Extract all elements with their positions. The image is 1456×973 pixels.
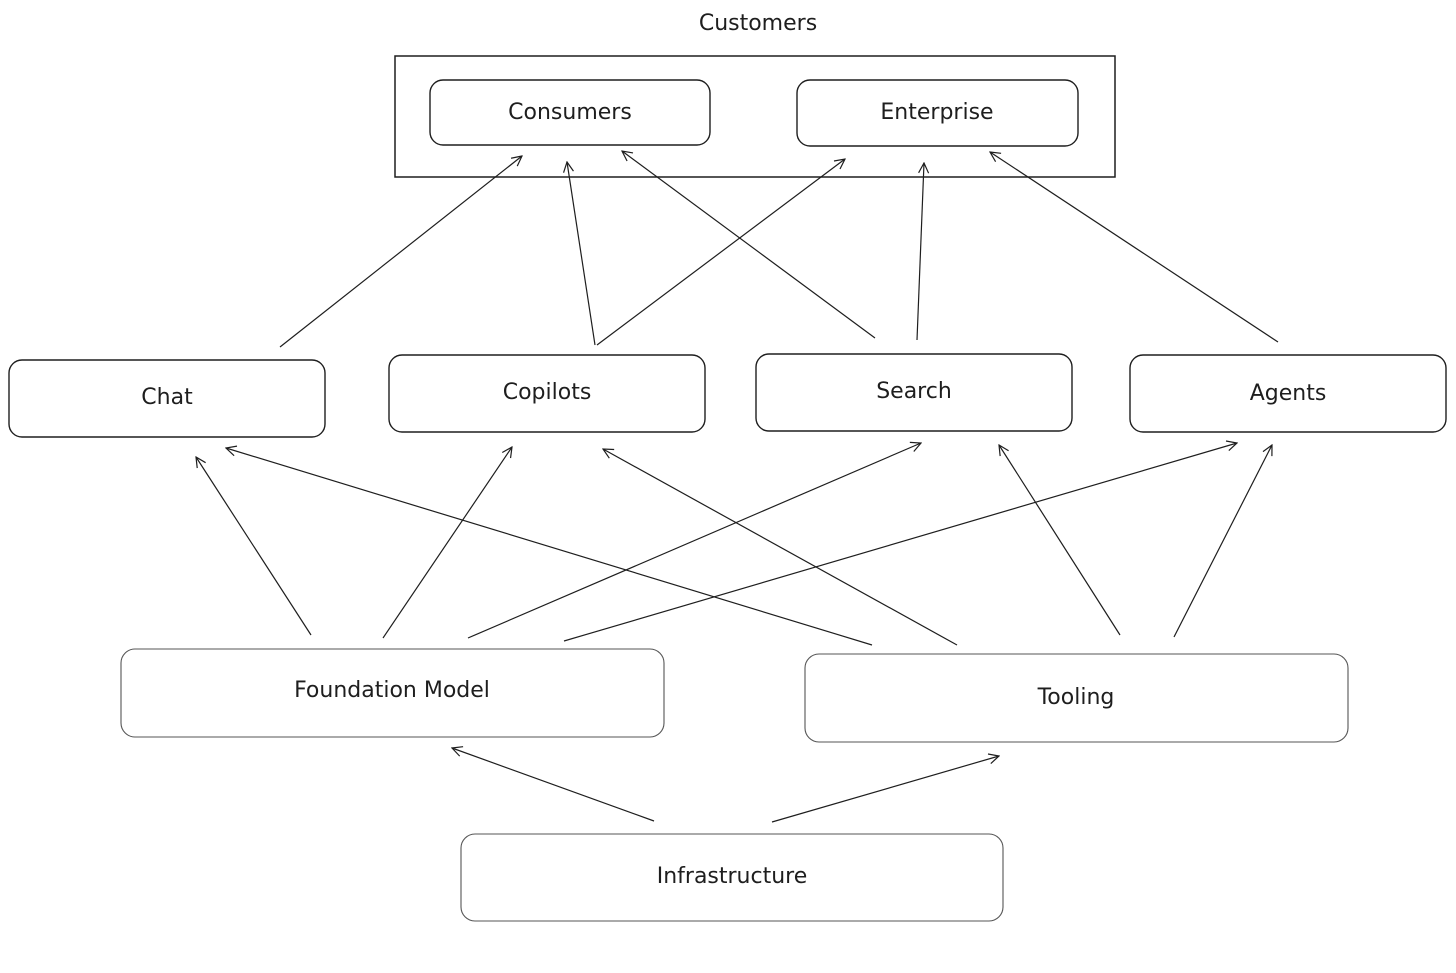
node-foundation-model: Foundation Model [120,648,665,738]
node-copilots: Copilots [388,354,706,433]
node-tooling-label: Tooling [1037,685,1115,710]
node-consumers: Consumers [429,79,711,146]
edge-infrastructure-to-foundation [452,748,655,822]
node-infrastructure-label: Infrastructure [657,864,808,889]
node-consumers-label: Consumers [508,100,632,125]
node-enterprise-label: Enterprise [880,100,993,125]
customers-frame [394,55,1116,178]
edge-copilots-to-enterprise [596,159,845,346]
edge-foundation-to-chat [196,457,312,636]
node-infrastructure: Infrastructure [460,833,1004,922]
node-chat-label: Chat [141,385,193,410]
node-agents: Agents [1129,354,1447,433]
node-foundation-model-label: Foundation Model [294,678,490,703]
edge-tooling-to-agents [1173,445,1272,638]
node-copilots-label: Copilots [503,380,592,405]
customers-group: Customers Consumers Enterprise [394,11,1116,178]
edge-chat-to-consumers [279,156,522,348]
edge-foundation-to-search [467,443,921,639]
edge-foundation-to-copilots [382,447,512,639]
node-tooling: Tooling [804,653,1349,743]
edge-tooling-to-chat [226,448,873,646]
edges-layer [196,151,1279,823]
node-enterprise: Enterprise [796,79,1079,147]
edge-agents-to-enterprise [990,152,1279,343]
edge-tooling-to-copilots [603,449,958,646]
edge-foundation-to-agents [563,443,1237,642]
node-agents-label: Agents [1250,381,1327,406]
edge-search-to-enterprise [916,163,924,341]
node-chat: Chat [8,359,326,438]
edge-copilots-to-consumers [567,162,596,346]
customers-title: Customers [699,11,817,36]
node-search-label: Search [876,379,952,404]
edge-search-to-consumers [622,151,876,339]
edge-tooling-to-search [999,445,1121,636]
edge-infrastructure-to-tooling [771,756,999,823]
node-search: Search [755,353,1073,432]
